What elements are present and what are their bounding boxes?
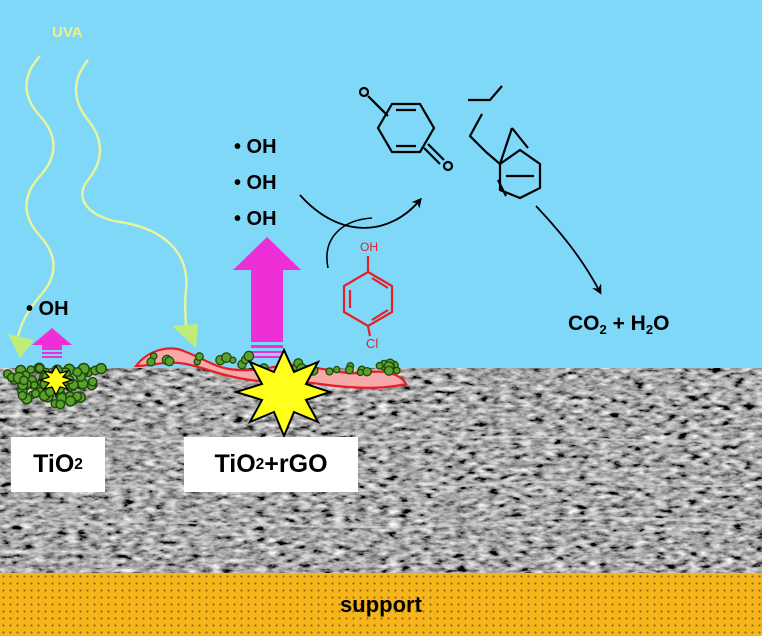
tio2-particle bbox=[383, 365, 395, 376]
tio2-particle bbox=[30, 388, 41, 399]
small-oh-radical: • OH bbox=[26, 298, 69, 320]
co2-subscript: 2 bbox=[599, 322, 607, 338]
large-radical-arrow bbox=[233, 237, 301, 358]
tio2-particle bbox=[87, 376, 98, 387]
tio2-particle bbox=[34, 363, 45, 373]
tio2-particle bbox=[356, 368, 365, 377]
chlorophenol-structure bbox=[342, 256, 394, 337]
tio2-particle bbox=[17, 390, 28, 401]
tio2-particle bbox=[229, 356, 237, 364]
chlorophenol-cl-label: Cl bbox=[366, 336, 379, 351]
rgo-sheet bbox=[133, 347, 408, 389]
tio2-particle bbox=[243, 350, 255, 362]
tio2-particle bbox=[146, 357, 156, 367]
reaction-arrow-radicals bbox=[299, 194, 422, 229]
uva-label: UVA bbox=[52, 24, 83, 41]
intermediate-structure bbox=[468, 85, 542, 200]
mineralization-products: CO2 + H2O bbox=[568, 312, 669, 337]
tio2-rgo-main: TiO bbox=[214, 450, 256, 478]
co2-text: CO bbox=[568, 312, 600, 335]
reaction-arrow-mineralization bbox=[535, 205, 602, 295]
tio2-particle bbox=[194, 352, 204, 362]
tio2-particle bbox=[332, 365, 341, 374]
small-radical-arrow bbox=[32, 328, 72, 358]
tio2-particle bbox=[164, 356, 175, 367]
sem-film-layer bbox=[0, 368, 762, 574]
chlorophenol-oh-label: OH bbox=[360, 240, 378, 254]
oh-radical-2: • OH bbox=[234, 172, 277, 194]
oh-radical-3: • OH bbox=[234, 208, 277, 230]
tio2-particle bbox=[362, 366, 372, 377]
benzoquinone-structure bbox=[358, 86, 454, 172]
tio2-subscript: 2 bbox=[74, 455, 83, 473]
uva-waves bbox=[16, 55, 188, 337]
plus-h-text: + H bbox=[606, 312, 646, 335]
tio2-main: TiO bbox=[33, 450, 75, 478]
h2o-subscript: 2 bbox=[645, 322, 654, 338]
tio2-particle bbox=[55, 399, 66, 410]
tio2-rgo-subscript: 2 bbox=[255, 455, 265, 473]
support-layer: support bbox=[0, 573, 762, 636]
tio2-rgo-tail: +rGO bbox=[264, 450, 328, 478]
tio2-particle bbox=[375, 361, 384, 370]
large-spark bbox=[232, 347, 334, 439]
h2o-tail-text: O bbox=[653, 312, 670, 335]
oh-radical-1: • OH bbox=[234, 136, 277, 158]
tio2-particle bbox=[325, 367, 334, 376]
tio2-particle bbox=[344, 365, 354, 375]
tio2-particle bbox=[64, 395, 77, 407]
small-spark bbox=[37, 364, 75, 397]
uva-arrowheads bbox=[8, 324, 198, 358]
tio2-particle bbox=[18, 375, 29, 386]
tio2-particle bbox=[95, 362, 107, 375]
tio2-particle bbox=[26, 365, 36, 375]
reaction-arrow-pollutant bbox=[326, 217, 373, 269]
tio2-particle bbox=[72, 367, 83, 378]
tio2-particle bbox=[29, 380, 39, 390]
tio2-particle bbox=[392, 366, 401, 375]
support-label: support bbox=[340, 591, 422, 617]
